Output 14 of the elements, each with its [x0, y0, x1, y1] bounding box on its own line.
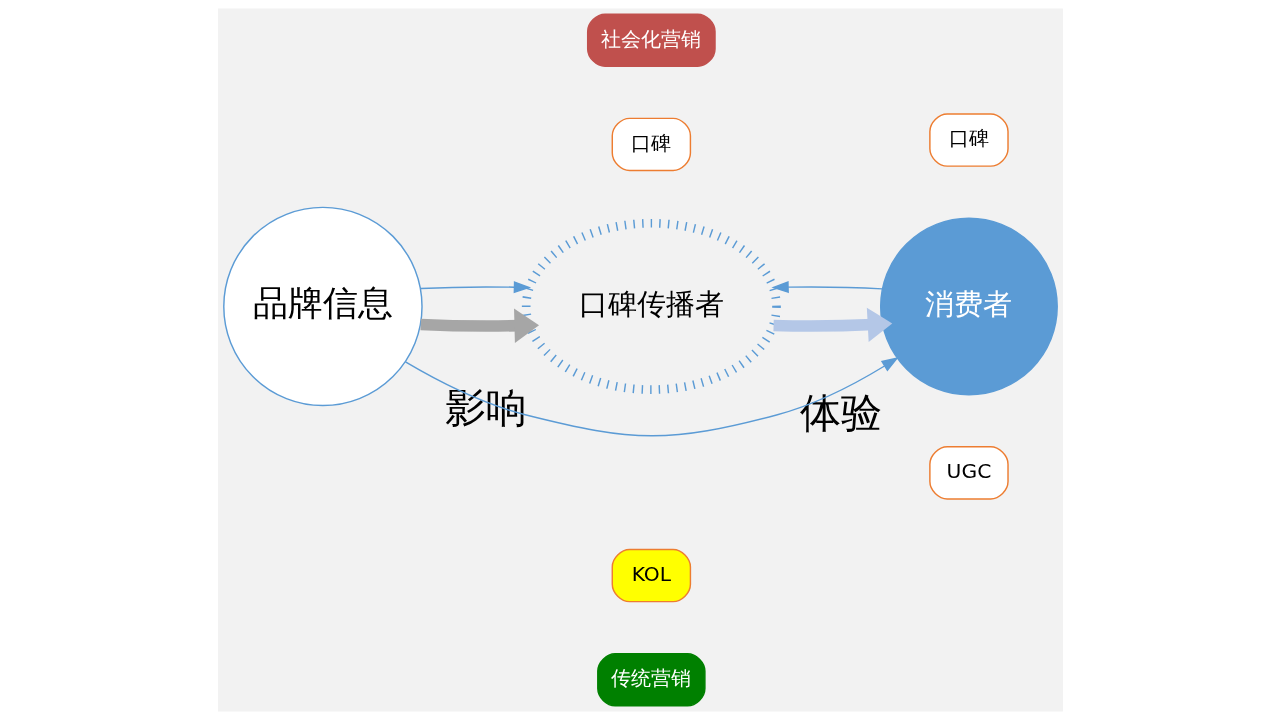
node-box: UGC: [928, 446, 1009, 500]
node-box: 传统营销: [596, 653, 706, 707]
node-circle: 品牌信息: [222, 206, 423, 407]
arrow: [404, 357, 899, 437]
arrow: [772, 307, 892, 342]
node-box: 社会化营销: [586, 13, 716, 67]
node-box: KOL: [611, 548, 691, 603]
node-ellipse: 口碑传播者: [521, 218, 781, 394]
arrow: [770, 281, 883, 294]
arrow: [419, 281, 531, 294]
node-box: 口碑: [928, 113, 1009, 167]
node-box: 口碑: [611, 117, 691, 172]
node-label: 体验: [799, 389, 882, 438]
arrow: [419, 308, 539, 343]
